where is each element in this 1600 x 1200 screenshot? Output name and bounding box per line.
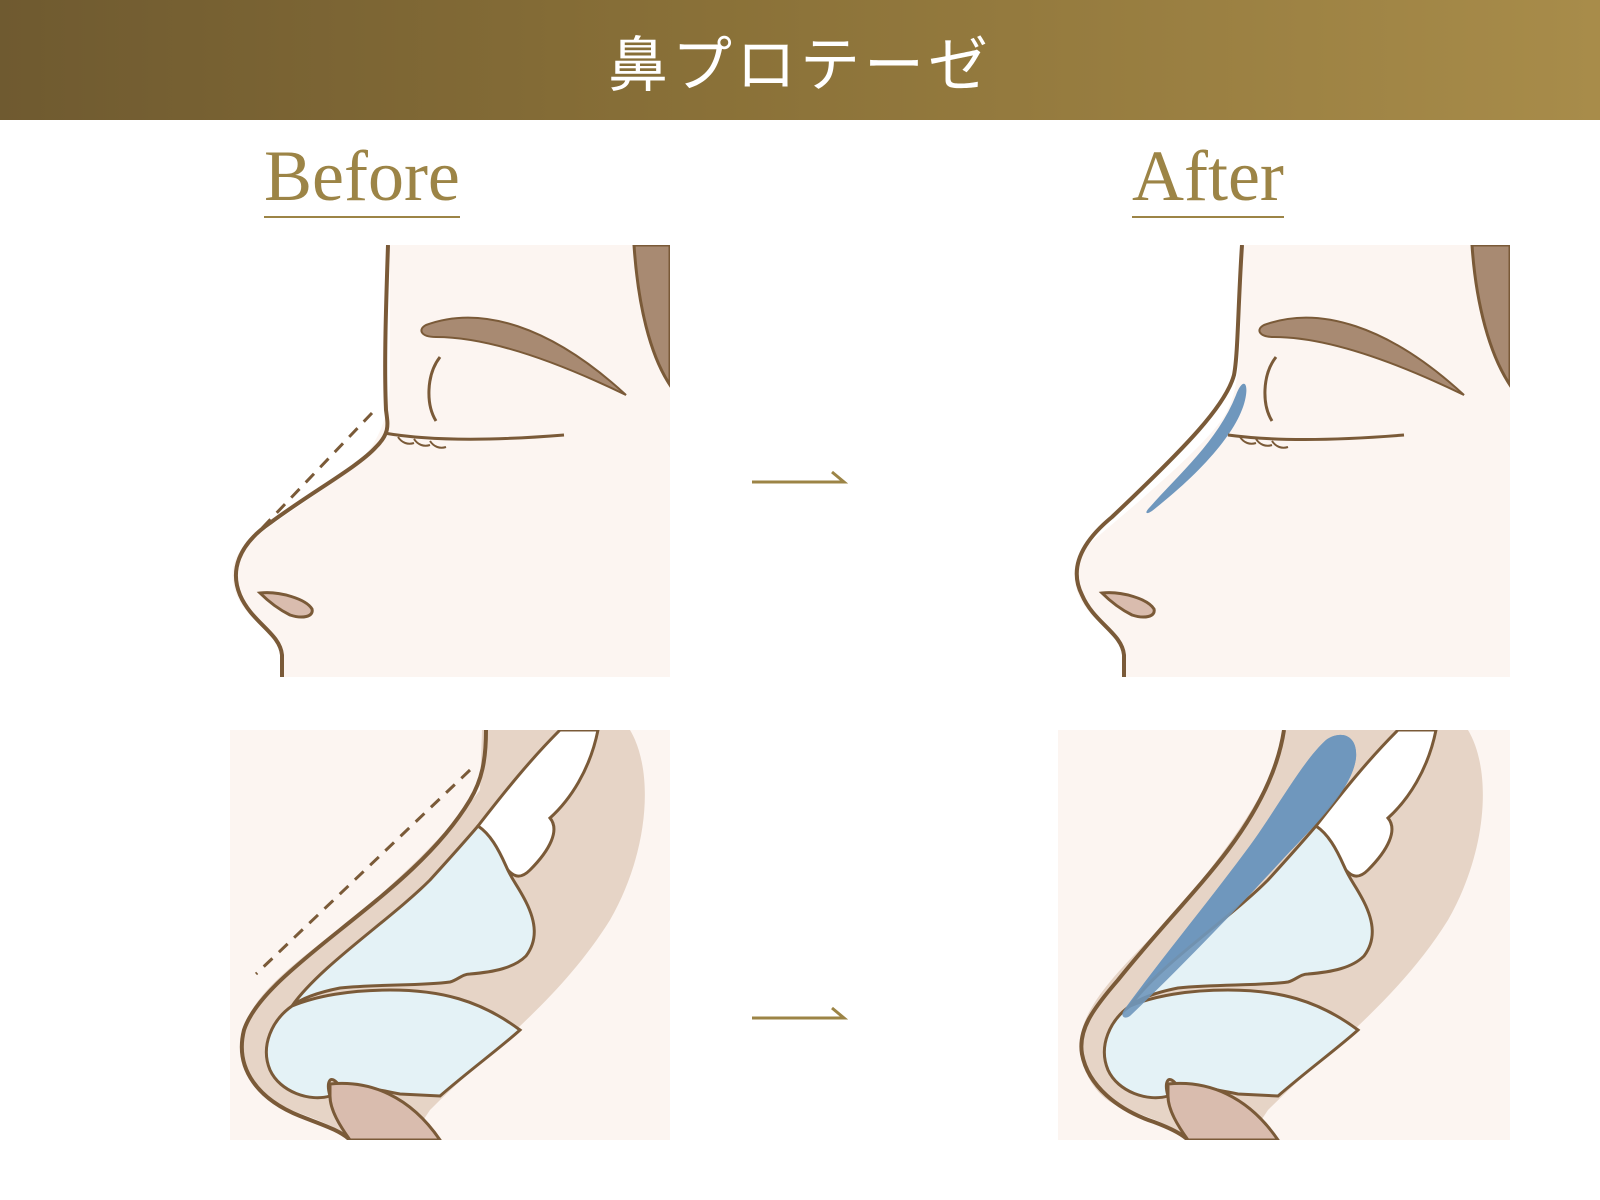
before-profile-illustration [230,245,670,677]
after-label: After [1132,136,1284,218]
header-banner: 鼻プロテーゼ [0,0,1600,120]
after-cross-section-illustration [1058,730,1510,1140]
before-label: Before [264,136,460,218]
right-arrow-icon [752,1006,849,1020]
after-profile-illustration [1058,245,1510,677]
page-title: 鼻プロテーゼ [608,30,992,101]
before-cross-section-illustration [230,730,670,1140]
right-arrow-icon [752,470,849,484]
